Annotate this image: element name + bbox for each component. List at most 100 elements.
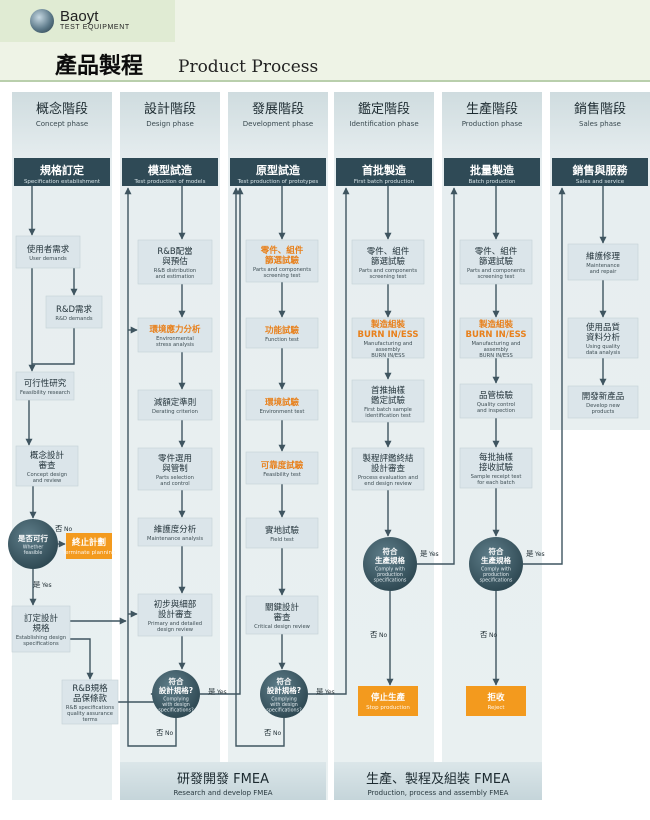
process-box-label-en: screening test [478, 274, 515, 280]
arrow-col3-no-loop [232, 187, 285, 747]
phase-6-gap [550, 430, 650, 800]
process-box-label-en: First batch sample [364, 407, 412, 413]
process-box-label-en: stress analysis [156, 342, 194, 348]
label-yes-1-en: Yes [41, 582, 52, 589]
process-box-label-cn: 規格 [32, 623, 50, 634]
label-yes-2-en: Yes [216, 689, 227, 696]
decision-label-en: production [377, 572, 403, 578]
terminal-label-en: Reject [487, 705, 505, 711]
process-box-label-cn: 使用品質 [586, 322, 621, 333]
process-box-label-en: Critical design review [254, 624, 311, 630]
process-box-label-en: assembly [376, 347, 401, 353]
process-box-label-cn: 減額定準則 [154, 397, 197, 408]
process-box-label-en: Environmental [156, 336, 194, 342]
terminal-label-en: Terminate planning [62, 550, 116, 556]
process-box-25 [459, 383, 533, 419]
process-box-label-cn: 製造組裝 [478, 319, 514, 330]
process-box-label-cn: 使用者需求 [27, 244, 70, 255]
page-title-cn: 產品製程 [55, 54, 144, 79]
footer-title-cn: 生產、製程及組裝 FMEA [366, 771, 510, 787]
process-box-20 [351, 317, 425, 359]
label-no-4: 否 [370, 630, 378, 639]
process-box-27 [567, 243, 639, 281]
process-box-label-cn: 功能試驗 [265, 325, 300, 336]
label-no-4-en: No [379, 632, 387, 639]
decision-label-cn: 設計規格? [267, 685, 301, 695]
process-box-label-cn: 維護度分析 [154, 524, 197, 535]
phase-title-en: Identification phase [349, 120, 418, 128]
process-box-21 [351, 379, 425, 423]
label-no-2-en: No [165, 730, 173, 737]
process-box-label-cn: 實地試驗 [265, 525, 300, 536]
process-box-label-en: Parts selection [156, 475, 194, 481]
process-box-label-cn: 與管制 [162, 463, 188, 474]
process-box-label-en: quality assurance [67, 711, 113, 717]
process-box-label-en: for each batch [477, 480, 515, 486]
process-box-28 [567, 317, 639, 359]
footer-band-production [334, 762, 542, 800]
stage-header-2 [122, 158, 218, 186]
stage-header-en: Test production of prototypes [237, 179, 319, 185]
terminal-label-cn: 停止生產 [371, 692, 406, 703]
brand-subtitle: TEST EQUIPMENT [60, 24, 130, 31]
process-box-label-cn: 篩選試驗 [264, 255, 300, 266]
logo-band [0, 0, 175, 42]
process-box-label-cn: 審查 [273, 612, 291, 623]
label-no-3-en: No [273, 730, 281, 737]
arrow-rd-join [32, 328, 75, 365]
header-divider [0, 80, 650, 82]
process-box-label-en: BURN IN/ESS [479, 353, 513, 359]
process-box-label-cn: 零件選用 [158, 453, 192, 464]
label-yes-4-en: Yes [428, 551, 439, 558]
decision-label-cn: 符合 [277, 676, 292, 686]
process-box-3 [15, 371, 75, 401]
footer-title-cn: 研發開發 FMEA [177, 772, 269, 787]
phase-title-cn: 發展階段 [252, 102, 304, 117]
decision-label-cn: 符合 [169, 676, 184, 686]
process-box-5 [11, 605, 71, 653]
process-box-label-cn: 概念設計 [30, 450, 65, 461]
process-box-label-en: R&B specifications [66, 705, 115, 711]
process-box-label-en: design review [157, 627, 194, 633]
process-box-8 [137, 317, 213, 353]
process-box-label-cn: 零件、組件 [367, 246, 410, 257]
process-box-label-cn: R&B配當 [157, 247, 192, 257]
stage-header-cn: 規格訂定 [40, 163, 84, 177]
footer-band-rd [120, 762, 326, 800]
arrow-col2-yes [200, 187, 244, 695]
stage-header-6 [552, 158, 648, 186]
process-box-label-cn: 接收試驗 [479, 462, 514, 473]
phase-column-4 [334, 92, 434, 800]
process-box-label-en: Environment test [260, 409, 305, 415]
process-box-label-cn: 開發新產品 [582, 391, 625, 402]
process-box-label-cn: 環境試驗 [265, 397, 300, 408]
label-yes-2: 是 [208, 687, 216, 696]
decision-node-3 [260, 670, 308, 718]
process-box-15 [245, 389, 319, 421]
stage-header-cn: 批量製造 [470, 163, 515, 177]
terminal-label-cn: 終止計劃 [72, 537, 106, 548]
process-box-label-cn: R&B規格 [72, 683, 108, 694]
process-box-label-en: User demands [29, 256, 67, 262]
decision-node-5 [469, 537, 523, 591]
decision-label-en: specifications? [266, 707, 302, 713]
label-no-1-en: No [64, 526, 72, 533]
decision-label-en: Complying [163, 696, 189, 702]
process-box-label-en: Maintenance analysis [147, 536, 203, 542]
process-box-label-en: specifications [23, 641, 59, 647]
decision-label-en: Whether [23, 545, 44, 551]
phase-title-cn: 設計階段 [144, 101, 196, 117]
stage-header-cn: 銷售與服務 [573, 163, 629, 177]
stage-header-cn: 模型試造 [148, 163, 193, 177]
process-box-label-cn: 每批抽樣 [479, 452, 514, 463]
decision-label-cn: 設計規格? [159, 685, 193, 695]
process-box-label-cn: 關鍵設計 [265, 602, 300, 613]
decision-label-en: Comply with [481, 566, 511, 572]
process-box-label-cn: 篩選試驗 [479, 256, 514, 267]
process-box-label-en: assembly [484, 347, 509, 353]
process-box-11 [137, 517, 213, 547]
stage-header-1 [14, 158, 110, 186]
label-no-1: 否 [55, 524, 63, 533]
arrow-col5-yes [523, 187, 566, 565]
phase-title-en: Development phase [243, 120, 313, 128]
